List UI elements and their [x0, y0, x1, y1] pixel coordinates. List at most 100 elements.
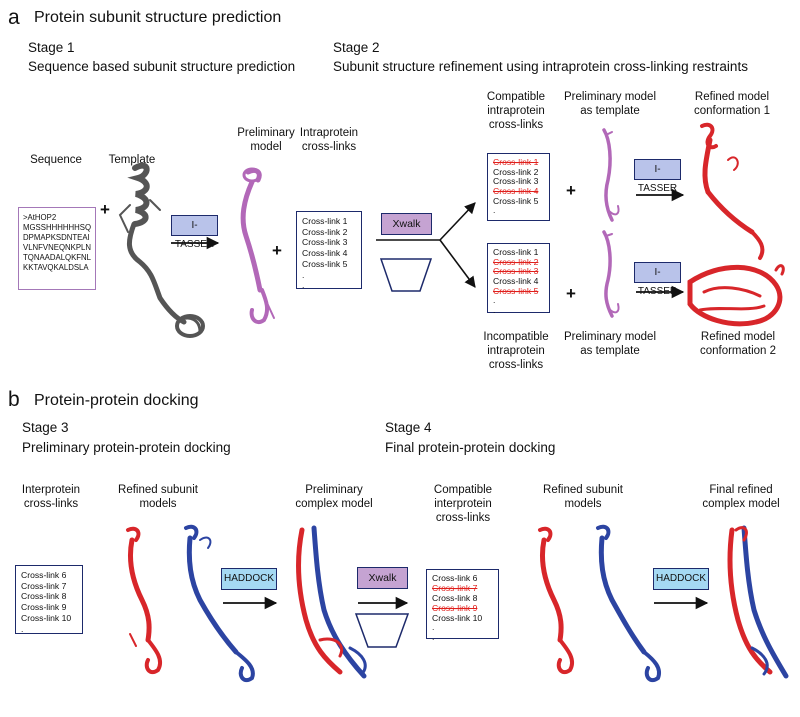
crosslink-item: Cross-link 8 [432, 592, 478, 603]
stage2-heading: Stage 2 [333, 40, 380, 55]
crosslink-item: . [493, 304, 496, 315]
interprotein-label-1: Interprotein [21, 484, 81, 496]
crosslink-item: Cross-link 4 [493, 275, 539, 286]
prelim-template-bottom-label-1: Preliminary model [563, 331, 657, 343]
crosslink-item: Cross-link 3 [493, 176, 539, 187]
sequence-line: DPMAPKSDNTEAI [23, 232, 90, 242]
crosslink-item: Cross-link 3 [302, 237, 348, 248]
crosslink-item: Cross-link 10 [432, 612, 483, 623]
compatible-label-3: cross-links [488, 119, 544, 131]
crosslink-item: . [493, 205, 496, 216]
final-complex-label-1: Final refined [709, 484, 773, 496]
split-line [376, 202, 476, 241]
compatible-inter-label-2: interprotein [434, 498, 492, 510]
crosslink-item: . [21, 623, 24, 634]
itasser-tool-box: I-TASSER [171, 215, 218, 250]
sequence-line: TQNAADALQKFNL [23, 252, 92, 262]
preliminary-model-structure [240, 167, 275, 325]
stage2-subtitle: Subunit structure refinement using intra… [333, 59, 748, 74]
distance-cutoff-funnel [379, 258, 433, 292]
compatible-inter-label-1: Compatible [433, 484, 493, 496]
incompatible-label-3: cross-links [488, 359, 544, 371]
crosslink-item: Cross-link 1 [302, 216, 348, 226]
panel-b-title: Protein-protein docking [34, 392, 199, 409]
final-complex-label-2: complex model [702, 498, 780, 510]
distance-cutoff-funnel-b [354, 613, 410, 648]
crosslink-item: . [302, 280, 305, 291]
crosslink-item: Cross-link 6 [21, 570, 67, 580]
refined-subunit-label-b-2: models [564, 498, 602, 510]
crosslink-item: Cross-link 6 [432, 573, 478, 583]
crosslink-item: . [432, 632, 435, 643]
crosslink-item-rejected: Cross-link 3 [493, 266, 539, 277]
crosslink-item-rejected: Cross-link 7 [432, 582, 478, 593]
preliminary-template-top-structure [602, 128, 620, 222]
sequence-line: >AtHOP2 [23, 213, 57, 222]
panel-b-letter: b [8, 388, 20, 411]
interprotein-crosslinks-box: Cross-link 6 Cross-link 7 Cross-link 8 C… [15, 565, 83, 634]
intraprotein-label-1: Intraprotein [299, 127, 359, 139]
xwalk-tool-box-b: Xwalk [357, 567, 408, 589]
preliminary-complex-structure [296, 525, 367, 679]
refined-model-2-structure [687, 264, 785, 327]
crosslink-item: . [302, 269, 305, 280]
compatible-label-1: Compatible [486, 91, 546, 103]
preliminary-model-label-2: model [250, 141, 282, 153]
crosslink-item: Cross-link 8 [21, 591, 67, 602]
crosslink-item-rejected: Cross-link 4 [493, 185, 539, 196]
intraprotein-label-2: cross-links [301, 141, 357, 153]
crosslink-item: Cross-link 5 [493, 195, 539, 206]
split-line-lower [439, 239, 476, 288]
sequence-box: >AtHOP2 MGSSHHHHHHSQ DPMAPKSDNTEAI VLNFV… [18, 207, 96, 290]
stage1-heading: Stage 1 [28, 40, 75, 55]
refined-subunit-label-b-1: Refined subunit [543, 484, 623, 496]
crosslink-item: Cross-link 1 [493, 247, 539, 257]
xwalk-tool-box: Xwalk [381, 213, 432, 235]
crosslink-item-rejected: Cross-link 9 [432, 602, 478, 613]
refined-subunit-blue-structure-b [596, 524, 661, 683]
stage1-subtitle: Sequence based subunit structure predict… [28, 59, 296, 74]
plus-sign: + [272, 241, 282, 260]
plus-sign: + [566, 181, 576, 200]
plus-sign: + [100, 200, 110, 219]
sequence-line: VLNFVNEQNKPLN [23, 242, 92, 252]
itasser-tool-box-top: I-TASSER [634, 159, 681, 194]
sequence-line: MGSSHHHHHHSQ [23, 222, 92, 232]
prelim-complex-label-1: Preliminary [305, 484, 363, 496]
compatible-label-2: intraprotein [487, 105, 545, 117]
stage4-heading: Stage 4 [385, 420, 432, 435]
sequence-line: KKTAVQKALDSLA [23, 262, 89, 272]
refined-subunit-label-1: Refined subunit [118, 484, 198, 496]
crosslink-item: Cross-link 4 [302, 248, 348, 259]
haddock-tool-box: HADDOCK [221, 568, 277, 590]
refined-subunit-blue-structure [184, 524, 255, 683]
crosslink-item-rejected: Cross-link 1 [493, 157, 539, 167]
incompatible-label-1: Incompatible [483, 331, 549, 343]
crosslink-item: Cross-link 5 [302, 258, 348, 269]
refined-1-label-1: Refined model [694, 91, 770, 103]
intraprotein-crosslinks-box: Cross-link 1 Cross-link 2 Cross-link 3 C… [296, 211, 362, 291]
prelim-template-bottom-label-2: as template [580, 345, 640, 357]
refined-1-label-2: conformation 1 [693, 105, 771, 117]
panel-a-title: Protein subunit structure prediction [34, 9, 282, 26]
crosslink-item: Cross-link 2 [493, 166, 539, 177]
stage3-heading: Stage 3 [22, 420, 69, 435]
refined-subunit-red-structure-b [538, 526, 575, 675]
stage4-subtitle: Final protein-protein docking [385, 440, 556, 455]
compatible-crosslinks-box: Cross-link 1 Cross-link 2 Cross-link 3 C… [487, 153, 550, 221]
plus-sign: + [566, 284, 576, 303]
prelim-template-top-label-2: as template [580, 105, 640, 117]
compatible-inter-label-3: cross-links [435, 512, 491, 524]
preliminary-model-label-1: Preliminary [237, 127, 295, 139]
incompatible-label-2: intraprotein [487, 345, 545, 357]
crosslink-item: Cross-link 7 [21, 580, 67, 591]
refined-model-1-structure [700, 122, 765, 260]
refined-2-label-2: conformation 2 [699, 345, 777, 357]
prelim-complex-label-2: complex model [295, 498, 373, 510]
stage3-subtitle: Preliminary protein-protein docking [22, 440, 231, 455]
crosslink-item: . [432, 622, 435, 633]
crosslink-item-rejected: Cross-link 5 [493, 285, 539, 296]
panel-a-letter: a [8, 6, 20, 29]
incompatible-crosslinks-box: Cross-link 1 Cross-link 2 Cross-link 3 C… [487, 243, 550, 315]
sequence-label: Sequence [30, 154, 82, 166]
